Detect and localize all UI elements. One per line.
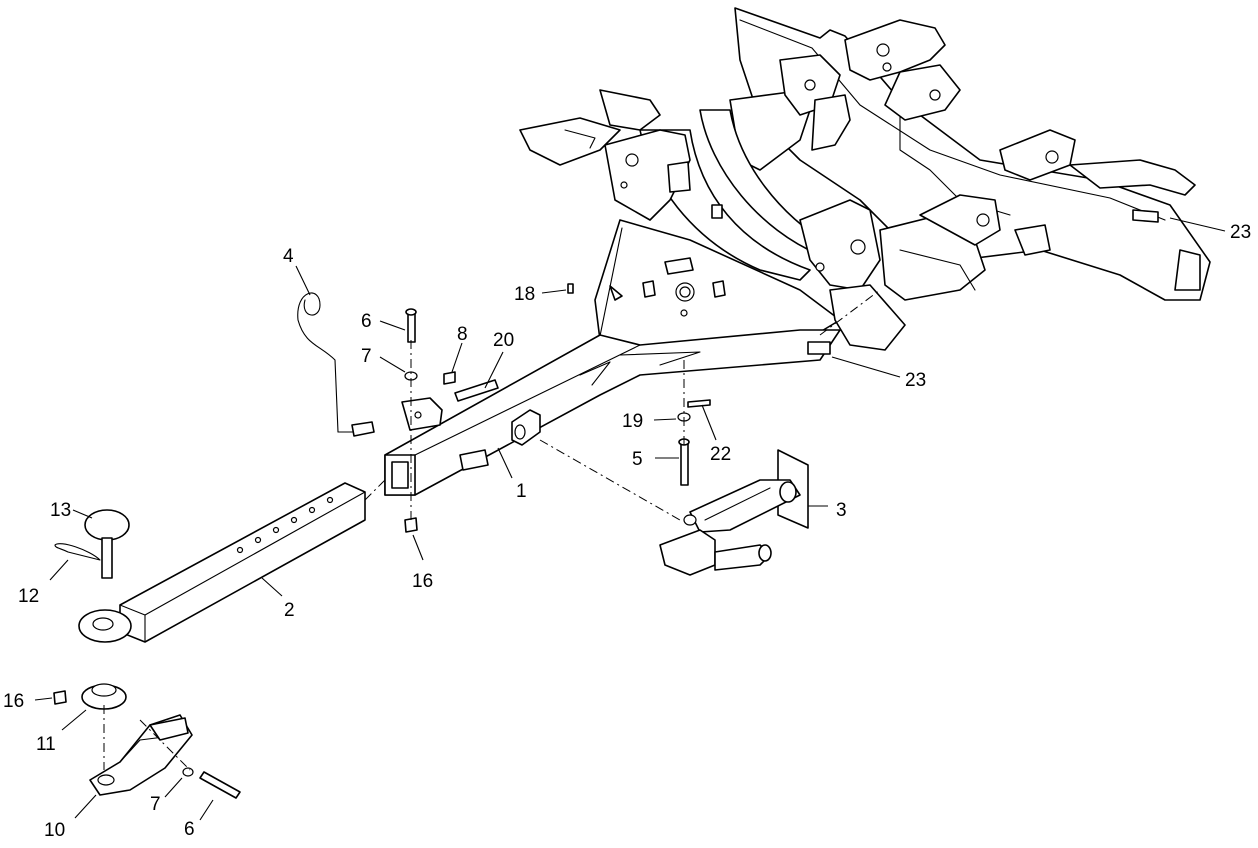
callout-23-lower: 23 xyxy=(905,370,926,391)
callout-23-upper: 23 xyxy=(1230,222,1251,243)
spring-pin xyxy=(297,292,375,437)
callout-4: 4 xyxy=(283,246,294,267)
tongue-a-frame xyxy=(384,209,1159,496)
chassis-frame xyxy=(519,7,1211,301)
callout-13: 13 xyxy=(50,500,71,521)
bolt-upper xyxy=(405,308,417,343)
hitch-pin xyxy=(84,509,130,579)
washer-7-lower xyxy=(182,767,194,777)
callout-16-lower: 16 xyxy=(412,571,433,592)
spacer-22 xyxy=(687,399,711,408)
decal-20 xyxy=(454,379,499,402)
clevis-assembly xyxy=(53,683,241,799)
callout-19: 19 xyxy=(622,411,643,432)
callout-11: 11 xyxy=(36,734,56,755)
callouts: 1 2 3 4 5 6 6 7 7 8 10 11 12 13 16 16 18… xyxy=(3,222,1251,841)
callout-2: 2 xyxy=(284,600,295,621)
drawbar xyxy=(78,482,366,643)
callout-8: 8 xyxy=(457,324,468,345)
jack-stand xyxy=(659,449,809,576)
callout-3: 3 xyxy=(836,500,847,521)
sleeve-coupler xyxy=(511,409,541,446)
callout-7-lower: 7 xyxy=(150,794,161,815)
callout-20: 20 xyxy=(493,330,514,351)
hitch-plate xyxy=(401,397,443,431)
callout-7-upper: 7 xyxy=(361,346,372,367)
callout-5: 5 xyxy=(632,449,643,470)
nut-8 xyxy=(443,371,456,385)
nut-16-lower xyxy=(404,517,418,533)
callout-16-upper: 16 xyxy=(3,691,24,712)
callout-22: 22 xyxy=(710,444,731,465)
callout-12: 12 xyxy=(18,586,39,607)
leader-lines xyxy=(34,217,1226,821)
callout-1: 1 xyxy=(516,481,527,502)
callout-6-upper: 6 xyxy=(361,311,372,332)
callout-6-lower: 6 xyxy=(184,819,195,840)
bolt-6-lower xyxy=(199,771,241,799)
assembly-lines xyxy=(103,289,881,771)
hairpin-clip xyxy=(54,543,101,561)
bolt-5 xyxy=(678,438,690,486)
callout-10: 10 xyxy=(44,820,65,841)
callout-18: 18 xyxy=(514,284,535,305)
pin-18 xyxy=(567,283,574,294)
tube-bracket xyxy=(459,449,489,471)
